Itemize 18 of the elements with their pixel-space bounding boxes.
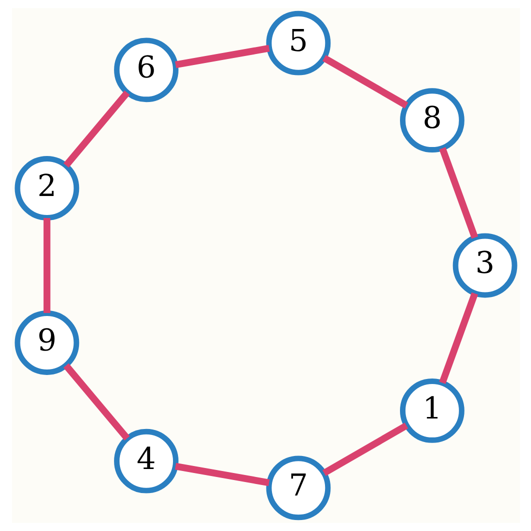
connector [322,55,408,108]
connector [62,90,130,168]
node-circle: 2 [14,156,79,220]
node-circle: 1 [399,378,464,443]
connector [322,422,408,476]
node-circle: 4 [114,428,178,494]
node-circle: 8 [399,88,464,153]
connector [174,44,270,68]
node-circle: 6 [114,38,178,102]
node-circle: 5 [266,10,330,76]
connector [174,462,270,486]
connector [438,292,478,384]
connector [43,218,50,313]
node-circle: 7 [266,456,330,520]
node-circle: 9 [14,310,79,375]
node-circle: 3 [452,233,517,298]
connector [62,363,130,440]
connector [438,147,478,239]
